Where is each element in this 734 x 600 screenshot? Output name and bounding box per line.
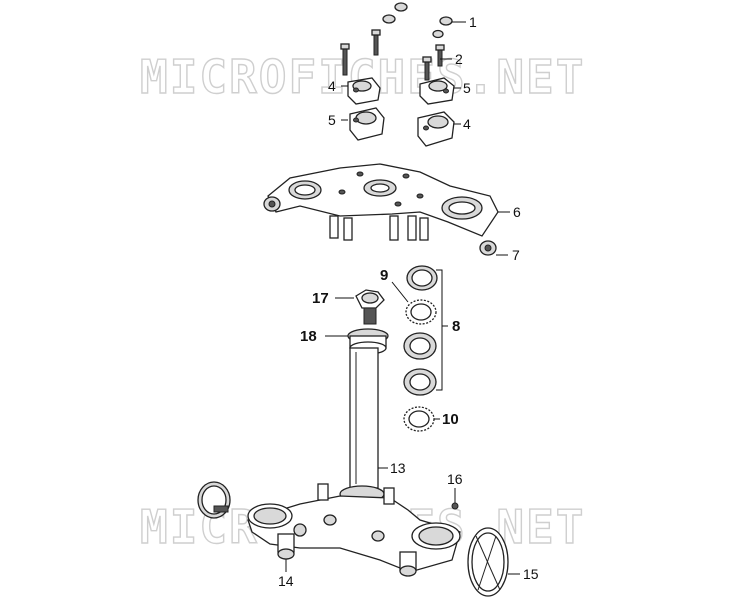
callout-2: 2 [455, 51, 463, 67]
race-1 [406, 265, 438, 291]
holder-upper-right [419, 77, 455, 105]
callout-8: 8 [452, 318, 460, 335]
holder-lower-right [417, 111, 455, 147]
callout-16: 16 [447, 471, 463, 487]
clamp-bolt-lower-right [399, 551, 417, 577]
callout-9: 9 [380, 267, 388, 284]
upper-triple-clamp [267, 163, 499, 241]
stem-nut [355, 289, 385, 325]
cap-right-2 [432, 29, 444, 39]
callout-18: 18 [300, 328, 317, 345]
callout-14: 14 [278, 573, 294, 589]
bracket-8 [436, 269, 443, 391]
callout-17: 17 [312, 290, 329, 307]
callout-7: 7 [512, 247, 520, 263]
callout-5-upper-right: 5 [463, 80, 471, 96]
race-2 [403, 332, 437, 360]
holder-lower-left [349, 107, 385, 141]
bearing-9 [405, 299, 437, 325]
cap-left-top [382, 14, 396, 24]
callout-1: 1 [469, 14, 477, 30]
lower-triple-clamp [247, 483, 461, 573]
pinch-bolt-right [479, 240, 497, 256]
bearing-10 [403, 406, 435, 432]
steering-stem [339, 347, 385, 503]
race-3 [403, 368, 437, 396]
callout-15: 15 [523, 566, 539, 582]
bolt-right-2 [435, 44, 445, 67]
callout-5-lower-left: 5 [328, 112, 336, 128]
cap-right [439, 16, 453, 26]
screw-16 [451, 502, 459, 510]
cover-disc-15 [467, 527, 509, 597]
bolt-left-2 [371, 29, 381, 56]
callout-4-lower-right: 4 [463, 116, 471, 132]
callout-4-upper-left: 4 [328, 78, 336, 94]
leader-9 [391, 281, 409, 303]
callout-6: 6 [513, 204, 521, 220]
callout-10: 10 [442, 411, 459, 428]
clamp-bolt-14 [277, 533, 295, 560]
callout-13: 13 [390, 460, 406, 476]
pinch-bolt-left [263, 196, 281, 212]
bolt-left-1 [340, 43, 350, 76]
bolt-right-1 [422, 56, 432, 81]
cover-disc-left [197, 481, 231, 519]
cap-left [394, 2, 408, 12]
holder-upper-left [347, 77, 381, 105]
